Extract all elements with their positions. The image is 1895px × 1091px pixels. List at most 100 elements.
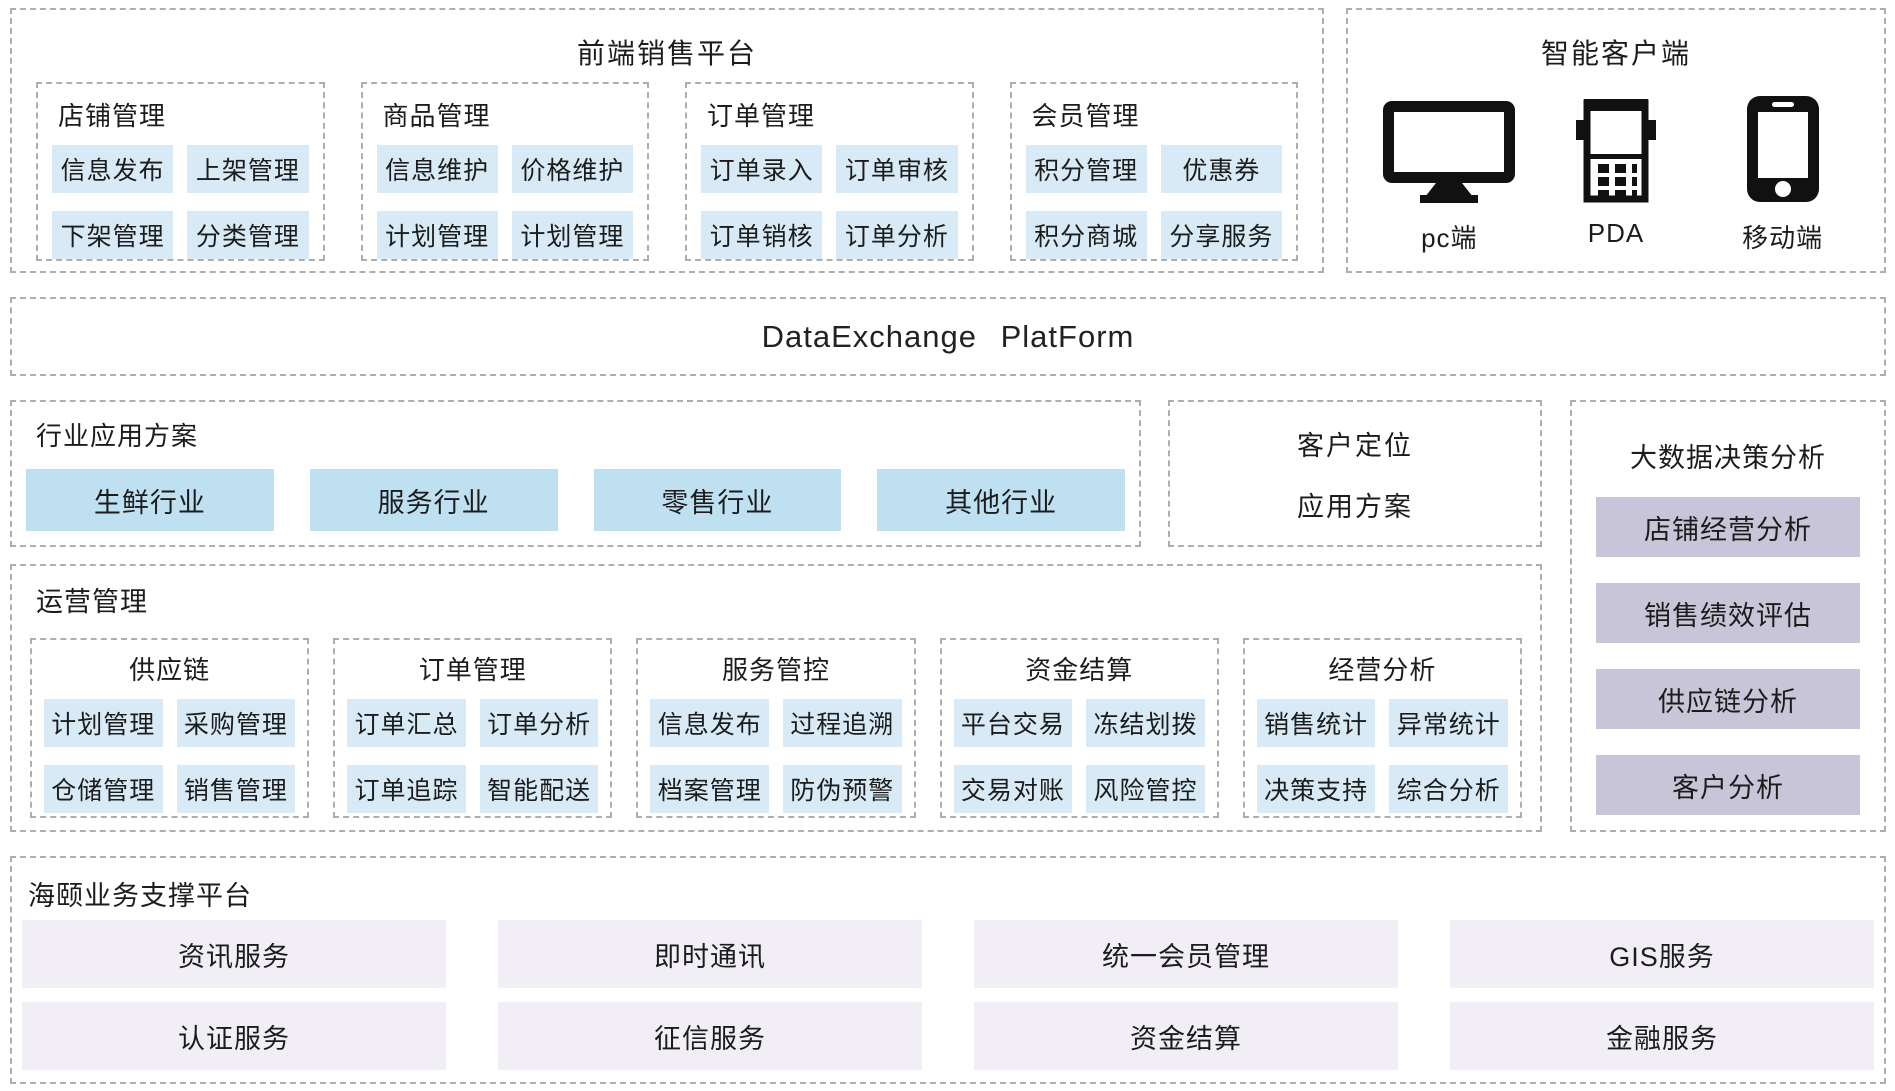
group-member-management: 会员管理 积分管理 优惠券 积分商城 分享服务 [1009, 82, 1298, 261]
industry-solutions-section: 行业应用方案 生鲜行业 服务行业 零售行业 其他行业 [10, 400, 1141, 547]
support-box: 即时通讯 [498, 920, 922, 988]
big-data-box: 销售绩效评估 [1596, 583, 1860, 643]
group-title: 订单管理 [707, 101, 816, 131]
group-title: 店铺管理 [58, 101, 167, 131]
feature-chip: 防伪预警 [783, 765, 902, 813]
support-box: 金融服务 [1450, 1002, 1874, 1070]
customer-positioning-section: 客户定位 应用方案 [1168, 400, 1542, 547]
feature-chip: 过程追溯 [783, 699, 902, 747]
big-data-list: 店铺经营分析 销售绩效评估 供应链分析 客户分析 [1596, 497, 1860, 815]
support-box: 资金结算 [974, 1002, 1398, 1070]
feature-chip: 订单分析 [836, 211, 958, 259]
data-exchange-platform-section: DataExchange PlatForm [10, 297, 1886, 376]
feature-chip: 采购管理 [176, 699, 296, 747]
group-title: 会员管理 [1031, 101, 1140, 131]
customer-positioning-line1: 客户定位 [1297, 430, 1413, 461]
feature-chip: 上架管理 [187, 145, 309, 193]
feature-chip: 信息发布 [52, 145, 174, 193]
industry-row: 生鲜行业 服务行业 零售行业 其他行业 [26, 469, 1125, 531]
group-title: 服务管控 [722, 655, 831, 685]
chip-grid: 计划管理 采购管理 仓储管理 销售管理 [44, 699, 296, 813]
feature-chip: 异常统计 [1389, 699, 1509, 747]
support-platform-section: 海颐业务支撑平台 资讯服务 即时通讯 统一会员管理 GIS服务 认证服务 征信服… [10, 856, 1886, 1084]
customer-positioning-line2: 应用方案 [1297, 491, 1413, 522]
operations-title: 运营管理 [36, 587, 148, 617]
chip-grid: 信息维护 价格维护 计划管理 计划管理 [376, 145, 633, 259]
support-box: 认证服务 [22, 1002, 446, 1070]
feature-chip: 综合分析 [1389, 765, 1509, 813]
smartphone-icon [1745, 90, 1821, 204]
feature-chip: 订单销核 [701, 211, 823, 259]
feature-chip: 订单审核 [836, 145, 958, 193]
chip-grid: 订单汇总 订单分析 订单追踪 智能配送 [347, 699, 599, 813]
group-shop-management: 店铺管理 信息发布 上架管理 下架管理 分类管理 [36, 82, 325, 261]
feature-chip: 优惠券 [1160, 145, 1282, 193]
feature-chip: 平台交易 [953, 699, 1073, 747]
support-grid: 资讯服务 即时通讯 统一会员管理 GIS服务 认证服务 征信服务 资金结算 金融… [22, 920, 1874, 1070]
device-mobile: 移动端 [1699, 90, 1866, 255]
data-exchange-title: DataExchange PlatForm [761, 318, 1135, 354]
group-title: 商品管理 [382, 101, 491, 131]
frontend-platform-title: 前端销售平台 [576, 38, 757, 69]
feature-chip: 积分管理 [1025, 145, 1147, 193]
feature-chip: 决策支持 [1256, 765, 1376, 813]
group-title: 经营分析 [1328, 655, 1437, 685]
feature-chip: 订单分析 [479, 699, 599, 747]
industry-box: 零售行业 [593, 469, 842, 531]
support-box: 统一会员管理 [974, 920, 1398, 988]
feature-chip: 计划管理 [511, 211, 633, 259]
feature-chip: 下架管理 [52, 211, 174, 259]
group-title: 资金结算 [1025, 655, 1134, 685]
group-service-control: 服务管控 信息发布 过程追溯 档案管理 防伪预警 [636, 638, 916, 818]
group-supply-chain: 供应链 计划管理 采购管理 仓储管理 销售管理 [30, 638, 310, 818]
chip-grid: 积分管理 优惠券 积分商城 分享服务 [1025, 145, 1282, 259]
smart-client-section: 智能客户端 pc端 [1346, 8, 1886, 273]
feature-chip: 冻结划拨 [1086, 699, 1205, 747]
feature-chip: 计划管理 [376, 211, 498, 259]
big-data-box: 店铺经营分析 [1596, 497, 1860, 557]
feature-chip: 计划管理 [44, 699, 163, 747]
industry-box: 其他行业 [877, 469, 1125, 531]
group-title: 供应链 [129, 655, 211, 685]
group-order-management: 订单管理 订单录入 订单审核 订单销核 订单分析 [685, 82, 974, 261]
feature-chip: 销售管理 [176, 765, 296, 813]
smart-client-title: 智能客户端 [1540, 38, 1691, 69]
big-data-title: 大数据决策分析 [1630, 443, 1826, 473]
group-product-management: 商品管理 信息维护 价格维护 计划管理 计划管理 [360, 82, 649, 261]
chip-grid: 信息发布 过程追溯 档案管理 防伪预警 [650, 699, 902, 813]
feature-chip: 订单录入 [701, 145, 823, 193]
device-label: pc端 [1421, 223, 1478, 253]
desktop-monitor-icon [1380, 90, 1518, 204]
feature-chip: 仓储管理 [44, 765, 163, 813]
device-label: 移动端 [1742, 223, 1824, 253]
feature-chip: 价格维护 [511, 145, 633, 193]
big-data-analysis-section: 大数据决策分析 店铺经营分析 销售绩效评估 供应链分析 客户分析 [1570, 400, 1886, 832]
chip-grid: 订单录入 订单审核 订单销核 订单分析 [701, 145, 958, 259]
feature-chip: 信息维护 [376, 145, 498, 193]
industry-box: 生鲜行业 [26, 469, 274, 531]
frontend-groups: 店铺管理 信息发布 上架管理 下架管理 分类管理 商品管理 信息维护 价格维护 … [36, 82, 1298, 261]
chip-grid: 信息发布 上架管理 下架管理 分类管理 [52, 145, 309, 259]
support-platform-title: 海颐业务支撑平台 [28, 881, 252, 911]
group-order-management-ops: 订单管理 订单汇总 订单分析 订单追踪 智能配送 [333, 638, 613, 818]
feature-chip: 订单汇总 [347, 699, 466, 747]
big-data-box: 客户分析 [1596, 755, 1860, 815]
feature-chip: 分类管理 [187, 211, 309, 259]
device-label: PDA [1587, 218, 1645, 248]
group-title: 订单管理 [418, 655, 527, 685]
feature-chip: 积分商城 [1025, 211, 1147, 259]
feature-chip: 销售统计 [1256, 699, 1376, 747]
feature-chip: 分享服务 [1160, 211, 1282, 259]
feature-chip: 交易对账 [953, 765, 1073, 813]
pda-terminal-icon [1574, 90, 1658, 204]
industry-box: 服务行业 [309, 469, 558, 531]
group-fund-settlement: 资金结算 平台交易 冻结划拨 交易对账 风险管控 [939, 638, 1219, 818]
feature-chip: 信息发布 [650, 699, 769, 747]
chip-grid: 平台交易 冻结划拨 交易对账 风险管控 [953, 699, 1205, 813]
big-data-box: 供应链分析 [1596, 669, 1860, 729]
feature-chip: 智能配送 [479, 765, 599, 813]
support-box: 资讯服务 [22, 920, 446, 988]
frontend-sales-platform-section: 前端销售平台 店铺管理 信息发布 上架管理 下架管理 分类管理 商品管理 信息维… [10, 8, 1324, 273]
device-pc: pc端 [1366, 90, 1533, 255]
